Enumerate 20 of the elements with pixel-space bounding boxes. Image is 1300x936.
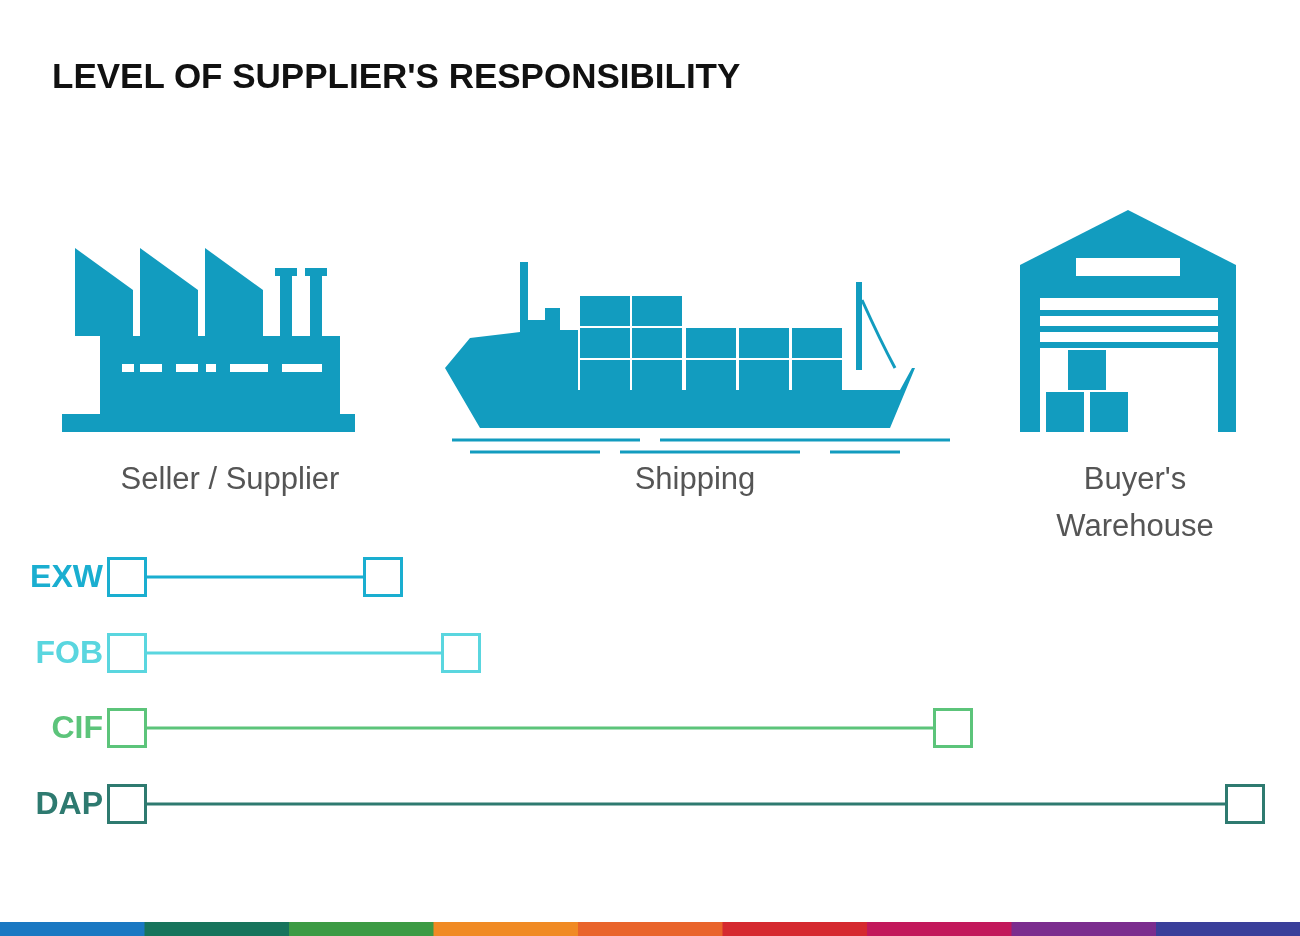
caption: Buyer's Warehouse xyxy=(1055,460,1215,545)
connector-line xyxy=(147,575,363,579)
square-marker xyxy=(441,633,481,673)
square-marker xyxy=(107,557,147,597)
caption: Seller / Supplier xyxy=(119,460,341,498)
square-marker xyxy=(1225,784,1265,824)
connector-line xyxy=(147,802,1225,806)
caption: Shipping xyxy=(633,460,757,498)
square-marker xyxy=(107,784,147,824)
square-marker xyxy=(363,557,403,597)
square-marker xyxy=(107,633,147,673)
row-label: EXW xyxy=(29,558,103,595)
row-label: CIF xyxy=(50,709,103,746)
square-marker xyxy=(933,708,973,748)
square-marker xyxy=(107,708,147,748)
connector-line xyxy=(147,651,441,655)
row-label: FOB xyxy=(34,634,103,671)
connector-line xyxy=(147,726,933,730)
title: LEVEL OF SUPPLIER'S RESPONSIBILITY xyxy=(52,56,741,96)
row-label: DAP xyxy=(34,785,103,822)
